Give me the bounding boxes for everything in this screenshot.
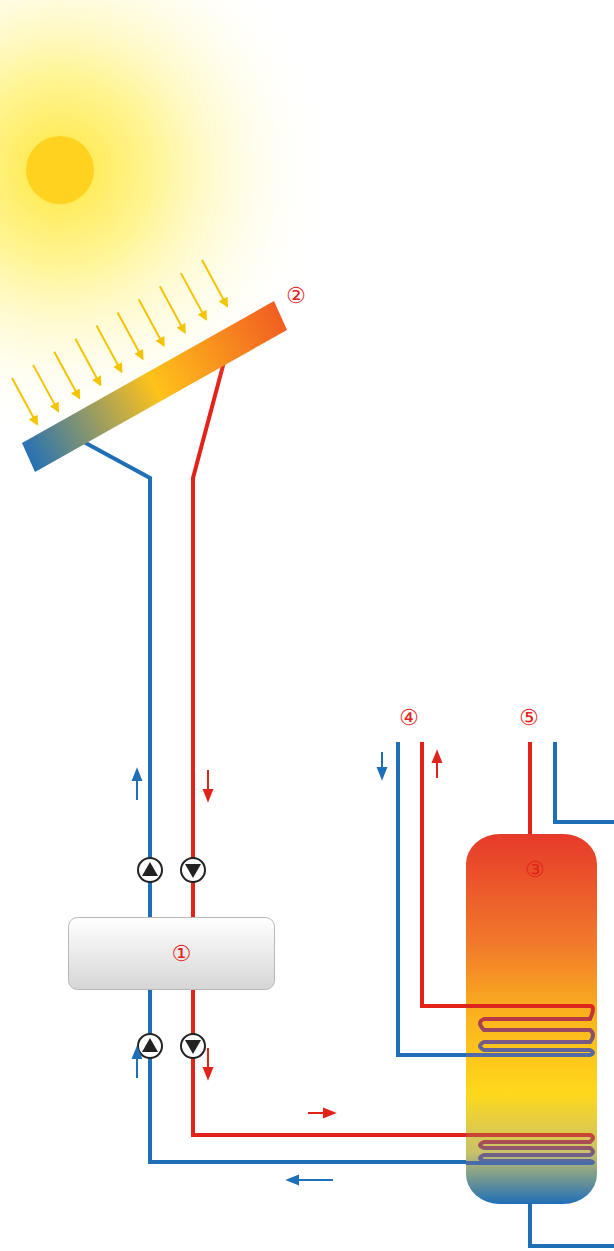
pipe-connector: [71, 435, 150, 917]
storage-tank-outline: [466, 834, 597, 1204]
control-unit: ①: [68, 917, 275, 990]
callout-number: ④: [399, 705, 419, 731]
cold-pipe: [398, 742, 470, 1055]
pump: [138, 1034, 162, 1058]
pump: [181, 1034, 205, 1058]
cold-pipe: [555, 742, 614, 822]
solar-collector-outline: [18, 285, 318, 480]
pump: [181, 858, 205, 882]
cold-pipe: [530, 1198, 614, 1246]
pipe-connector: [193, 990, 466, 1135]
storage-tank: ③: [466, 834, 597, 1204]
solar-collector: ②: [18, 285, 318, 480]
callout-number: ②: [286, 283, 306, 309]
pump: [138, 858, 162, 882]
pipe-connector: [193, 332, 232, 917]
callout-number: ①: [172, 941, 192, 967]
hot-pipe: [422, 742, 470, 1006]
hot-pipe: [528, 742, 532, 838]
callout-number: ⑤: [519, 705, 539, 731]
pipe-connector: [150, 990, 466, 1162]
sun: [26, 136, 94, 204]
callout-number: ③: [525, 857, 545, 883]
